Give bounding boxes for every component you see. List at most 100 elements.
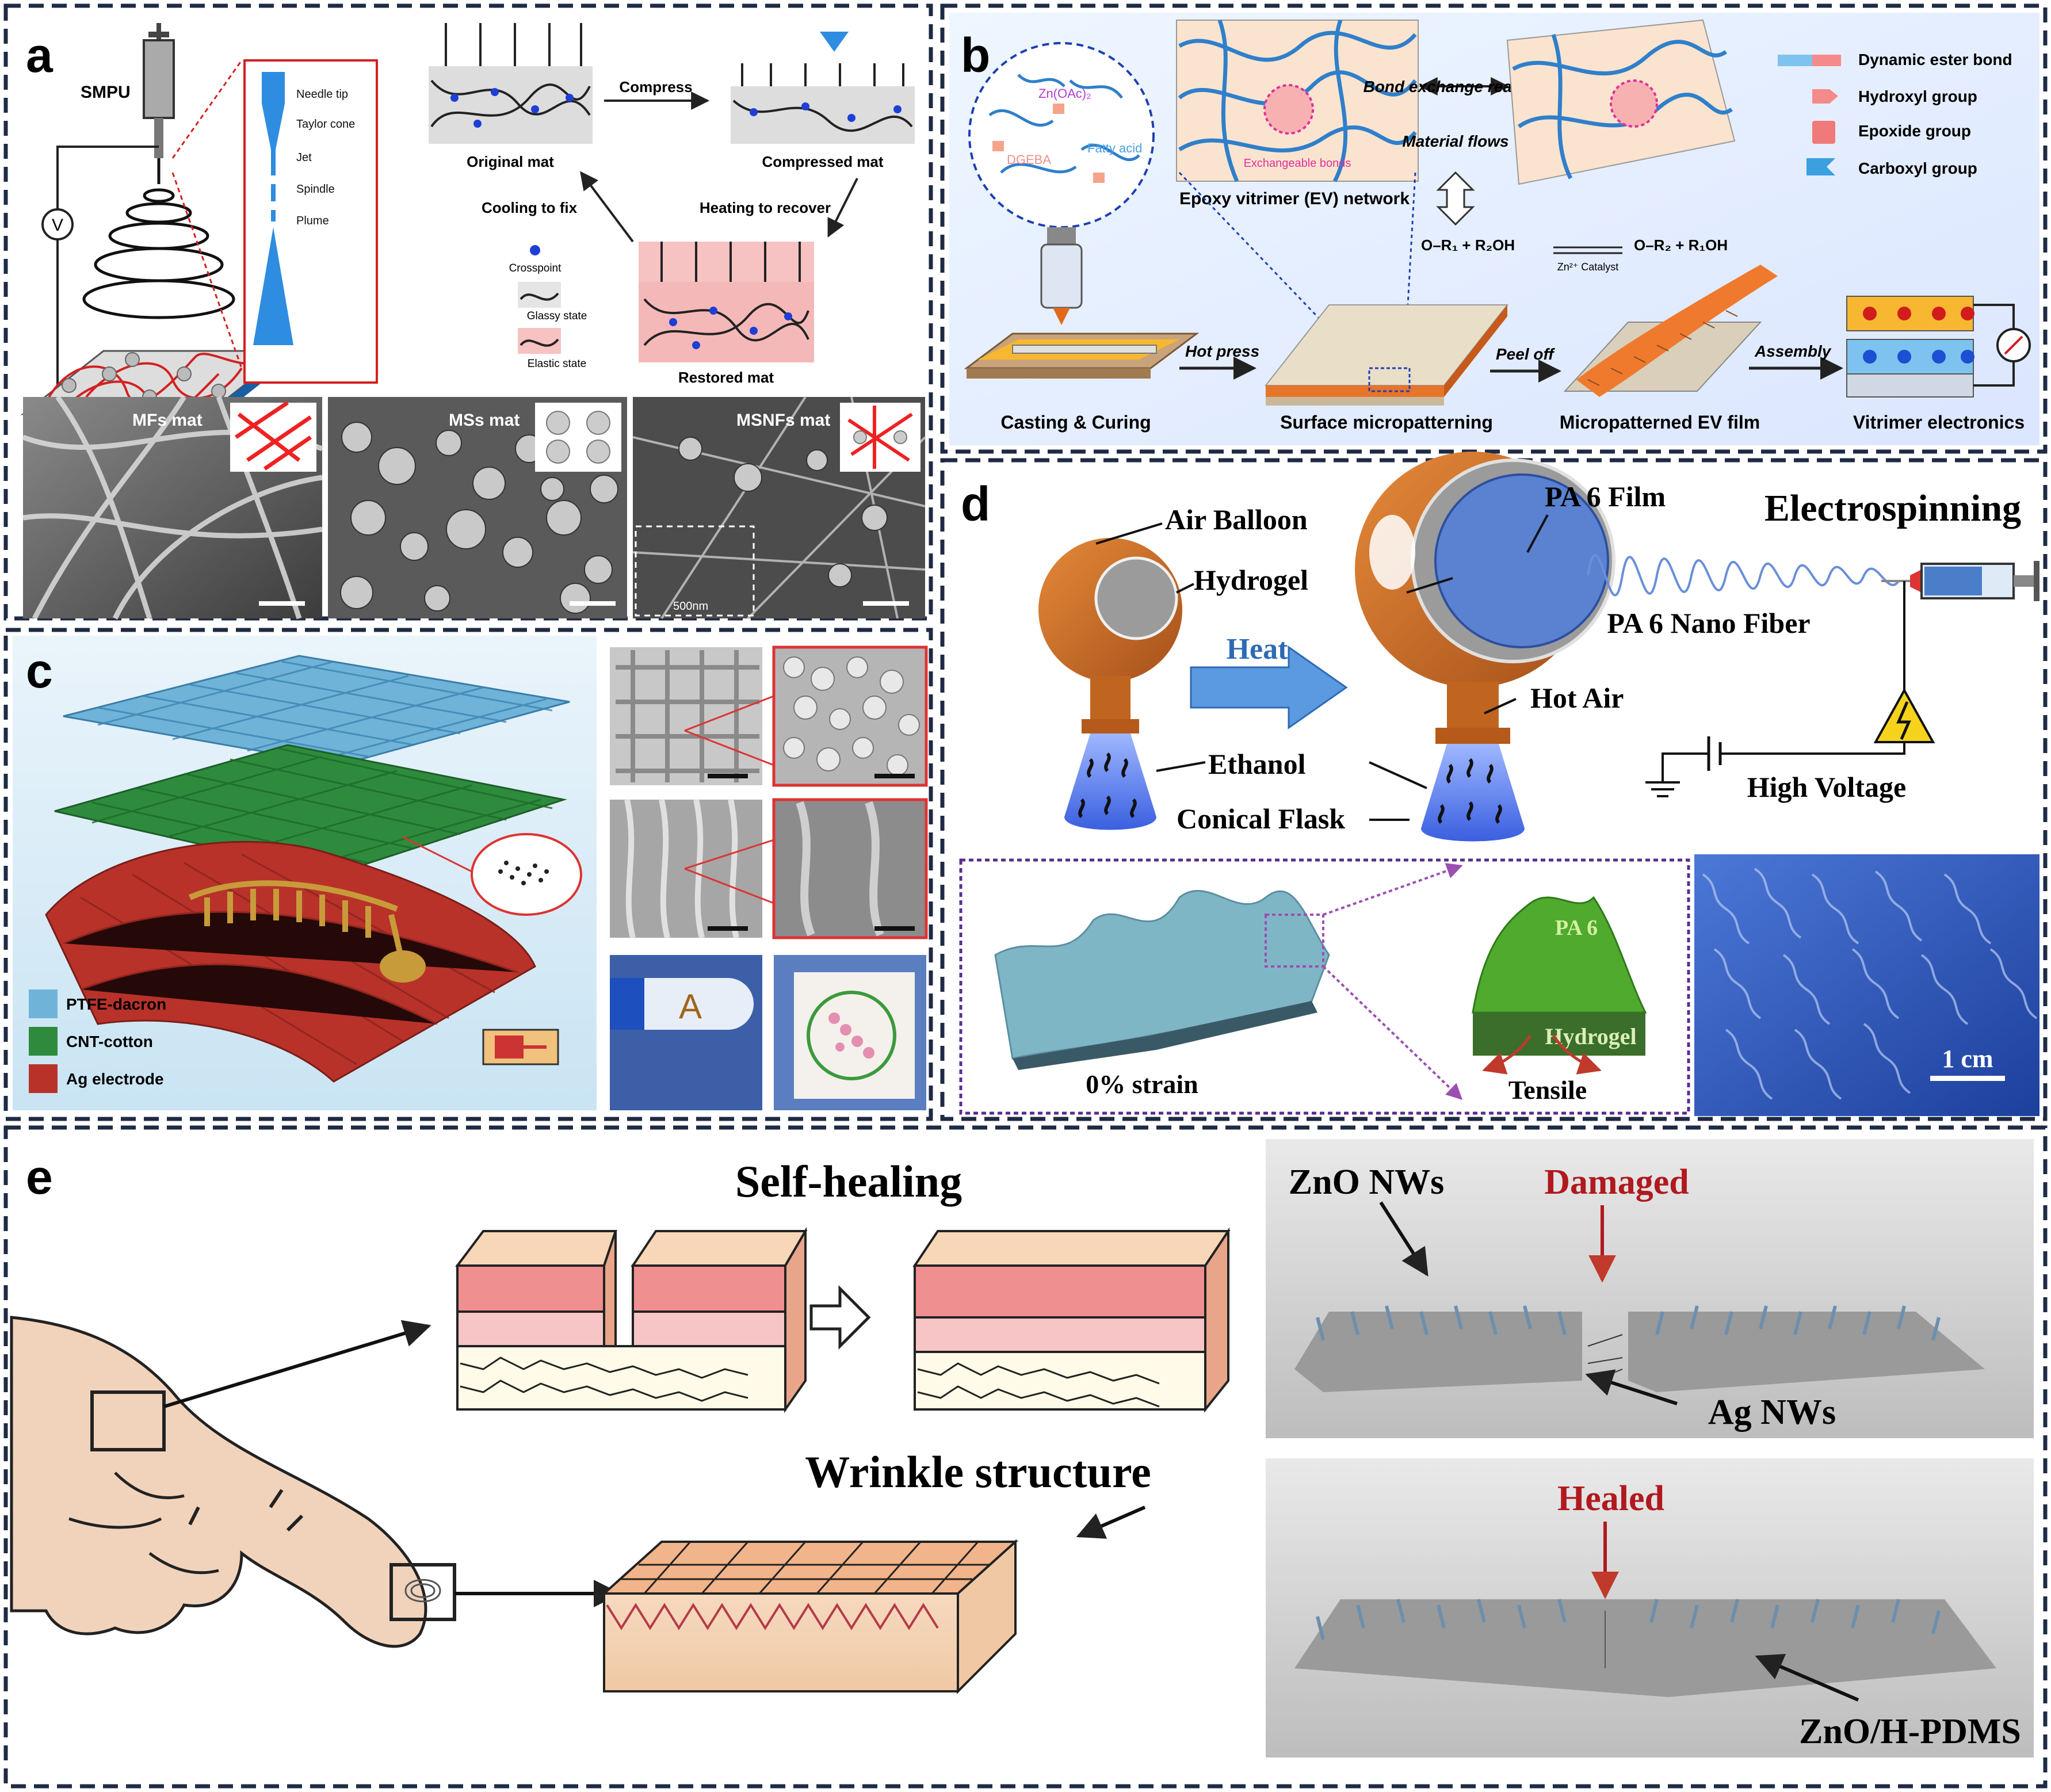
step-0: Casting & Curing	[1000, 412, 1151, 433]
self-healing-title: Self-healing	[735, 1156, 962, 1206]
inset-label-2: Jet	[296, 151, 312, 164]
catalyst-label: Zn²⁺ Catalyst	[1557, 261, 1619, 273]
scale-1cm: 1 cm	[1942, 1045, 1993, 1073]
hot-label: Hot Air	[1530, 682, 1624, 714]
inset-label-3: Spindle	[296, 183, 335, 196]
assembly-label: Assembly	[1754, 342, 1832, 360]
conical-flask-label: Conical Flask	[1177, 803, 1345, 835]
reaction-left: O–R₁ + R₂OH	[1421, 236, 1515, 254]
photo-letter: A	[679, 987, 702, 1026]
hydrogel-label: Hydrogel	[1194, 564, 1308, 596]
legend-glassy: Glassy state	[527, 310, 587, 322]
vitrimer-electronics	[1846, 296, 2031, 398]
panel-b: b Zn(OAc)₂ DGEBA Fatty acid Casting & Cu…	[949, 13, 2039, 445]
legend-epoxide: Epoxide group	[1858, 122, 1971, 140]
legend-crosspoint: Crosspoint	[509, 262, 562, 274]
sem-mss-mat: MSs mat	[328, 397, 627, 618]
restored-mat-diagram	[639, 242, 814, 362]
hot-press-label: Hot press	[1185, 342, 1259, 360]
compress-label: Compress	[619, 78, 692, 95]
micropatterning-stack	[1264, 304, 1509, 406]
damaged-skin-diagram	[455, 1226, 808, 1413]
sem-textile-top-left	[610, 647, 762, 785]
fatty-acid-label: Fatty acid	[1087, 141, 1142, 155]
panel-c-letter: c	[26, 644, 53, 698]
photo-wrist-sensor: A	[610, 955, 762, 1110]
hand-illustration	[10, 1316, 427, 1648]
legend-ester: Dynamic ester bond	[1858, 51, 2012, 68]
nanofiber-wave	[1587, 554, 1945, 597]
zn-label: Zn(OAc)₂	[1038, 86, 1091, 101]
sem-mfs-mat: MFs mat	[22, 395, 323, 620]
legend-carboxyl: Carboxyl group	[1858, 159, 1977, 177]
high-voltage-label: High Voltage	[1747, 771, 1906, 803]
pa6-block-label: PA 6	[1555, 916, 1598, 940]
legend-cnt: CNT-cotton	[66, 1033, 153, 1050]
peel-off-label: Peel off	[1496, 345, 1555, 363]
step-2: Micropatterned EV film	[1560, 412, 1760, 433]
panel-d: d Electrospinning Air Balloon Hydrogel H…	[959, 452, 2039, 1116]
voltage-icon	[41, 208, 74, 240]
dgeba-label: DGEBA	[1007, 152, 1051, 167]
surface-inset-frame	[959, 858, 1690, 1115]
cooling-label: Cooling to fix	[482, 199, 578, 216]
panel-e: e Self-healing	[10, 1139, 2034, 1757]
sem-label-2: MSNFs mat	[736, 411, 830, 430]
panel-c: c PTFE-dacron	[13, 636, 928, 1110]
compressed-mat-diagram	[731, 32, 915, 144]
pa6-film-label: PA 6 Film	[1545, 480, 1666, 513]
casting-tray	[964, 333, 1200, 379]
compressed-mat-label: Compressed mat	[762, 153, 884, 170]
textile-legend: PTFE-dacron CNT-cotton Ag electrode	[29, 989, 166, 1093]
zno-hpdms-label: ZnO/H-PDMS	[1799, 1712, 2021, 1751]
sem-label-1: MSs mat	[449, 411, 520, 430]
pa6-fiber-photo: 1 cm	[1694, 854, 2039, 1116]
inset-label-0: Needle tip	[296, 88, 348, 101]
wrinkle-block	[601, 1539, 1019, 1694]
scale-500nm: 500nm	[673, 600, 708, 613]
electrospinning-title: Electrospinning	[1764, 487, 2021, 529]
panel-frames	[3, 3, 2048, 1789]
ag-nws-label: Ag NWs	[1708, 1393, 1836, 1432]
ptfe-dacron-layer	[63, 655, 570, 766]
micropatterned-film	[1563, 265, 1778, 397]
high-voltage-icon	[1873, 687, 1935, 743]
step-3: Vitrimer electronics	[1853, 412, 2025, 433]
photo-embroidery	[774, 955, 926, 1110]
heating-label: Heating to recover	[700, 199, 831, 216]
inset-label-4: Plume	[296, 215, 329, 227]
voltage-label: V	[52, 216, 63, 235]
exchangeable-label: Exchangeable bonds	[1244, 157, 1351, 170]
original-mat-label: Original mat	[467, 153, 554, 170]
strain-label: 0% strain	[1086, 1069, 1198, 1099]
panel-d-letter: d	[961, 477, 990, 531]
cnt-zoom-icon	[471, 833, 582, 916]
step-1: Surface micropatterning	[1280, 412, 1493, 433]
legend-hydroxyl: Hydroxyl group	[1858, 87, 1977, 105]
wrinkle-title: Wrinkle structure	[805, 1447, 1151, 1497]
air-balloon-large	[1355, 452, 1615, 842]
panel-a-letter: a	[26, 28, 54, 82]
air-balloon-small	[1038, 538, 1182, 830]
ethanol-label: Ethanol	[1208, 748, 1306, 780]
original-mat-diagram	[429, 23, 593, 144]
panel-b-letter: b	[961, 28, 990, 82]
ev-network-label: Epoxy vitrimer (EV) network	[1179, 189, 1410, 208]
deformed-network-block	[1506, 19, 1736, 185]
heal-arrow-icon	[809, 1285, 871, 1350]
sem-label-0: MFs mat	[132, 411, 203, 430]
ev-network-block: Exchangeable bonds	[1176, 19, 1419, 182]
hydrogel-block-label: Hydrogel	[1545, 1023, 1636, 1049]
healed-skin-diagram	[912, 1227, 1231, 1413]
smpu-label: SMPU	[81, 83, 131, 102]
pa6-hydrogel-block: PA 6 Hydrogel	[1472, 896, 1647, 1075]
legend-ag: Ag electrode	[66, 1070, 164, 1088]
bond-legend: Dynamic ester bond Hydroxyl group Epoxid…	[1778, 51, 2012, 177]
material-flows-label: Material flows	[1402, 132, 1508, 150]
legend-elastic: Elastic state	[528, 358, 586, 370]
sem-msnfs-mat: MSNFs mat 500nm	[632, 396, 926, 620]
sem-textile-top-right	[772, 645, 928, 787]
restored-mat-label: Restored mat	[678, 369, 774, 386]
air-balloon-label: Air Balloon	[1165, 503, 1308, 536]
